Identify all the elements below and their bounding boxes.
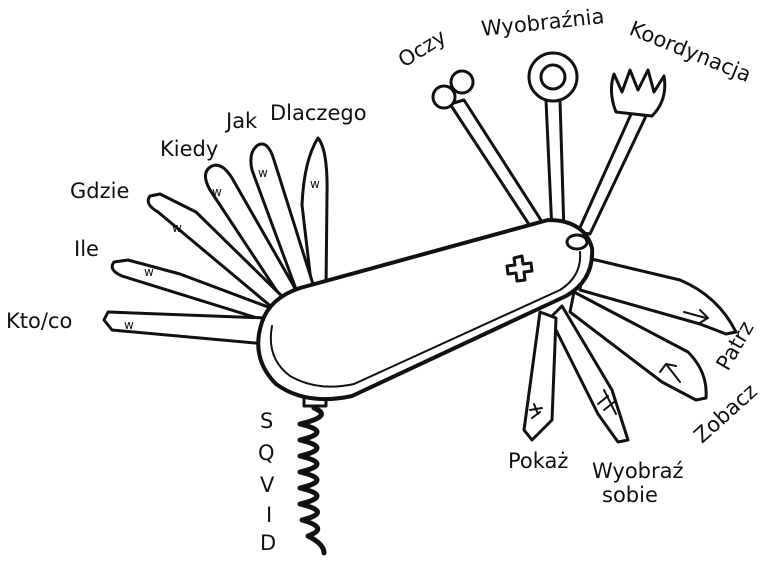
label-kto-co: Kto/co — [6, 309, 72, 333]
label-sobie: sobie — [602, 483, 658, 507]
blade-mark: w — [212, 185, 222, 199]
blade-pokaz — [524, 312, 556, 440]
label-wyobraz: Wyobraź — [592, 459, 684, 483]
blade-mark: w — [124, 318, 134, 332]
label-oczy: Oczy — [394, 25, 450, 73]
label-gdzie: Gdzie — [70, 179, 129, 203]
label-wyobraznia: Wyobraźnia — [480, 4, 605, 41]
label-dlaczego: Dlaczego — [270, 101, 367, 125]
label-jak: Jak — [224, 109, 258, 133]
blade-mark: w — [258, 166, 268, 180]
tool-wyobraznia-ring — [529, 53, 577, 232]
corkscrew-letter-v: V — [260, 473, 275, 497]
blade-kto-co: w — [104, 312, 266, 344]
corkscrew-letter-s: S — [260, 409, 273, 433]
corkscrew-letter-q: Q — [258, 441, 275, 465]
key-ring-hole — [567, 235, 587, 249]
blade-mark: w — [172, 221, 182, 235]
corkscrew-letter-d: D — [260, 531, 276, 555]
tool-oczy-scissors — [433, 71, 546, 232]
blade-mark: w — [144, 265, 154, 279]
label-ile: Ile — [74, 237, 99, 261]
corkscrew — [300, 388, 326, 553]
label-pokaz: Pokaż — [508, 449, 568, 473]
corkscrew-letter-i: I — [266, 503, 272, 527]
label-kiedy: Kiedy — [160, 137, 218, 161]
blade-mark: w — [310, 177, 320, 191]
tool-koordynacja-fork — [578, 70, 665, 234]
